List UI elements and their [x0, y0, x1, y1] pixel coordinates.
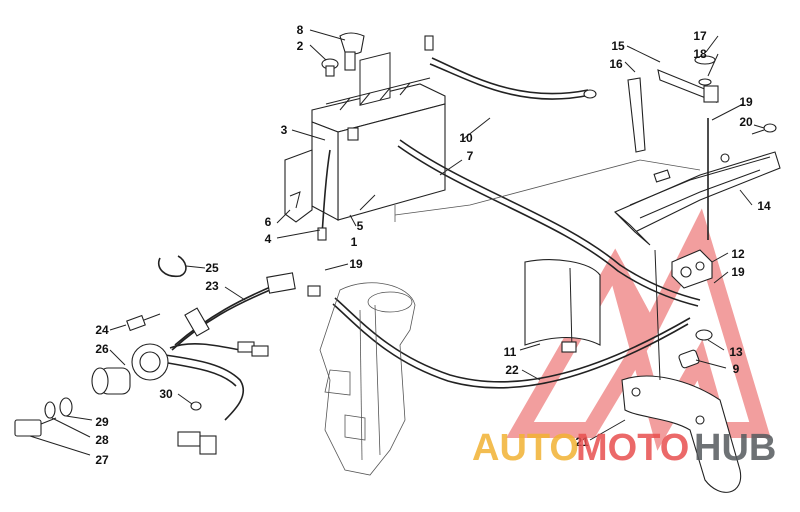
ignition-switch [91, 343, 169, 395]
grommet [190, 401, 202, 411]
engine-outline [319, 282, 416, 476]
nut [695, 329, 713, 341]
callout-7: 7 [467, 149, 474, 163]
watermark-moto: MOTO [576, 427, 689, 469]
callout-24: 24 [95, 323, 109, 337]
watermark-auto: AUTO [472, 427, 579, 469]
guide-line [394, 159, 701, 216]
callout-10: 10 [459, 131, 473, 145]
callout-19-solenoid: 19 [731, 265, 745, 279]
terminal-cap [339, 32, 365, 71]
callout-19-tray: 19 [739, 95, 753, 109]
cable-positive [399, 139, 701, 301]
callout-13: 13 [729, 345, 743, 359]
callout-4: 4 [265, 232, 272, 246]
callout-25: 25 [205, 261, 219, 275]
callout-27: 27 [95, 453, 109, 467]
ignition-key [14, 417, 57, 437]
callout-20: 20 [739, 115, 753, 129]
wiring-harness [161, 272, 296, 455]
callout-8: 8 [297, 23, 304, 37]
callout-23: 23 [205, 279, 219, 293]
leader-lines [29, 29, 765, 456]
hold-down-strap [627, 69, 719, 153]
callout-3: 3 [281, 123, 288, 137]
harness-clip [158, 255, 187, 278]
harness-connector [126, 313, 161, 332]
watermark-hub: HUB [694, 427, 776, 469]
callout-21: 21 [575, 435, 589, 449]
callout-2: 2 [297, 39, 304, 53]
callout-28: 28 [95, 433, 109, 447]
callout-5: 5 [357, 219, 364, 233]
starter-solenoid [671, 249, 713, 289]
callout-14: 14 [757, 199, 771, 213]
callout-6: 6 [265, 215, 272, 229]
switch-bezel [44, 401, 56, 419]
callout-15: 15 [611, 39, 625, 53]
callout-22: 22 [505, 363, 519, 377]
callout-18: 18 [693, 47, 707, 61]
battery [311, 52, 446, 221]
callout-30: 30 [159, 387, 173, 401]
heat-shield [524, 259, 601, 353]
callout-29: 29 [95, 415, 109, 429]
battery-tray [614, 151, 781, 246]
watermark-text: AUTO MOTO HUB [472, 427, 776, 469]
callout-19-cable: 19 [349, 257, 363, 271]
terminal-bolt [321, 58, 339, 77]
callout-1: 1 [351, 235, 358, 249]
callout-16: 16 [609, 57, 623, 71]
ground-cable [334, 297, 691, 383]
callout-9: 9 [733, 362, 740, 376]
wing-nut [694, 55, 716, 86]
switch-nut [59, 397, 73, 417]
spacer [678, 349, 700, 369]
callout-labels: 1 2 3 4 5 6 7 8 9 10 11 12 13 14 15 16 1… [95, 23, 771, 467]
mount-bracket [621, 249, 742, 493]
battery-pad [284, 149, 313, 223]
callout-17: 17 [693, 29, 707, 43]
callout-11: 11 [504, 345, 517, 359]
callout-26: 26 [95, 342, 109, 356]
callout-12: 12 [731, 247, 745, 261]
vent-tube [321, 149, 331, 236]
cable-negative [429, 63, 591, 100]
